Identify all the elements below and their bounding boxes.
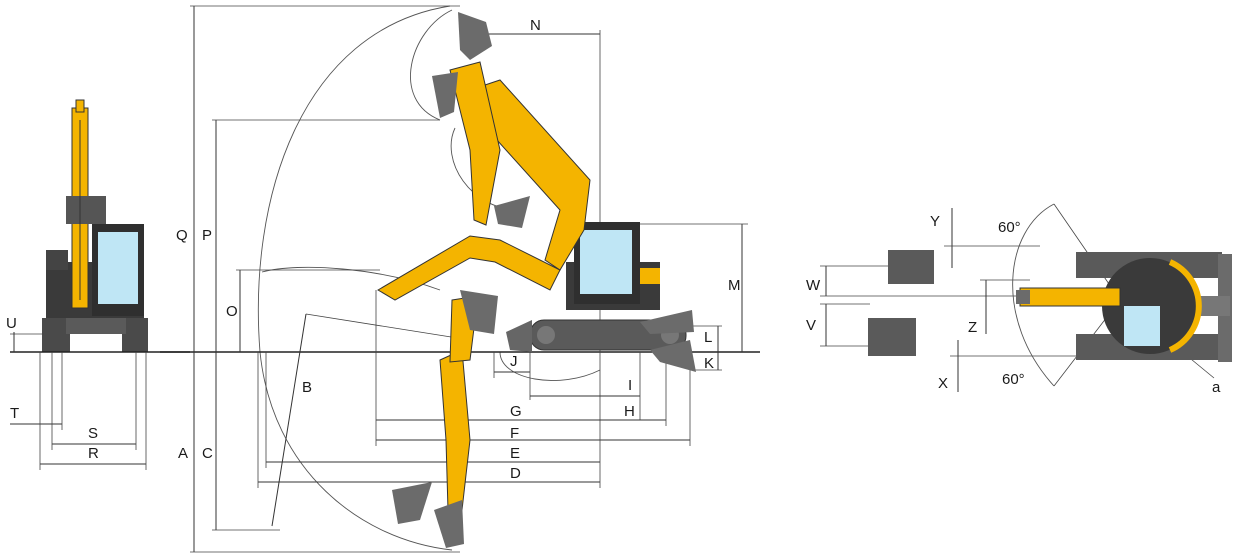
side-rear-blade-lower: [650, 340, 696, 372]
bucket-dump: [460, 290, 498, 334]
front-boom-tip: [75, 99, 85, 113]
low-arc: [499, 351, 601, 381]
top-boom: [1019, 287, 1121, 307]
front-engine-cover: [46, 250, 68, 270]
side-dozer-blade: [506, 320, 532, 352]
label-E: E: [510, 445, 520, 462]
bucket-top: [458, 12, 492, 60]
label-S: S: [88, 425, 98, 442]
label-U: U: [6, 315, 17, 332]
label-F: F: [510, 425, 519, 442]
side-arm-deep: [439, 349, 471, 511]
front-view-dimensions: [10, 332, 190, 470]
front-right-track: [122, 318, 148, 352]
max-reach-arc: [257, 5, 453, 551]
label-H: H: [624, 403, 635, 420]
label-I: I: [628, 377, 632, 394]
side-arm-raised: [449, 61, 501, 226]
label-D: D: [510, 465, 521, 482]
top-counterweight: [1168, 259, 1202, 353]
label-W: W: [806, 277, 821, 294]
label-G: G: [510, 403, 522, 420]
angle-top-label: 60°: [998, 219, 1021, 236]
label-V: V: [806, 317, 816, 334]
label-T: T: [10, 405, 19, 422]
front-cab-glass: [98, 232, 138, 304]
bucket-top-view-upper: [888, 250, 934, 284]
side-boom-lowered: [377, 235, 561, 301]
label-J: J: [510, 353, 518, 370]
label-Y: Y: [930, 213, 940, 230]
label-B: B: [302, 379, 312, 396]
side-boom-raised: [469, 79, 591, 271]
label-Q: Q: [176, 227, 188, 244]
bucket-mid: [494, 196, 530, 228]
label-R: R: [88, 445, 99, 462]
label-C: C: [202, 445, 213, 462]
bucket-top-view-lower: [868, 318, 916, 356]
label-O: O: [226, 303, 238, 320]
top-view-buckets: [868, 250, 934, 356]
bucket-arc-top: [410, 9, 453, 121]
front-left-track: [42, 318, 70, 352]
bucket-deep-bottom: [434, 500, 464, 548]
label-N: N: [530, 17, 541, 34]
bucket-upper: [432, 72, 458, 118]
angle-bottom-label: 60°: [1002, 371, 1025, 388]
side-rear-blade-upper: [640, 310, 694, 334]
bucket-deep-left: [392, 482, 432, 524]
label-M: M: [728, 277, 741, 294]
side-view-excavator: [377, 12, 696, 548]
label-L: L: [704, 329, 712, 346]
top-view-excavator: [1016, 252, 1232, 362]
label-a: a: [1212, 379, 1221, 396]
front-undercarriage: [66, 318, 126, 334]
front-bucket: [66, 196, 106, 224]
front-view-excavator: [42, 99, 148, 352]
label-P: P: [202, 227, 212, 244]
top-cab-glass: [1124, 306, 1160, 346]
label-A: A: [178, 445, 188, 462]
swing-arc: [1012, 203, 1055, 387]
label-X: X: [938, 375, 948, 392]
label-K: K: [704, 355, 714, 372]
side-cab-glass: [580, 230, 632, 294]
label-Z: Z: [968, 319, 977, 336]
